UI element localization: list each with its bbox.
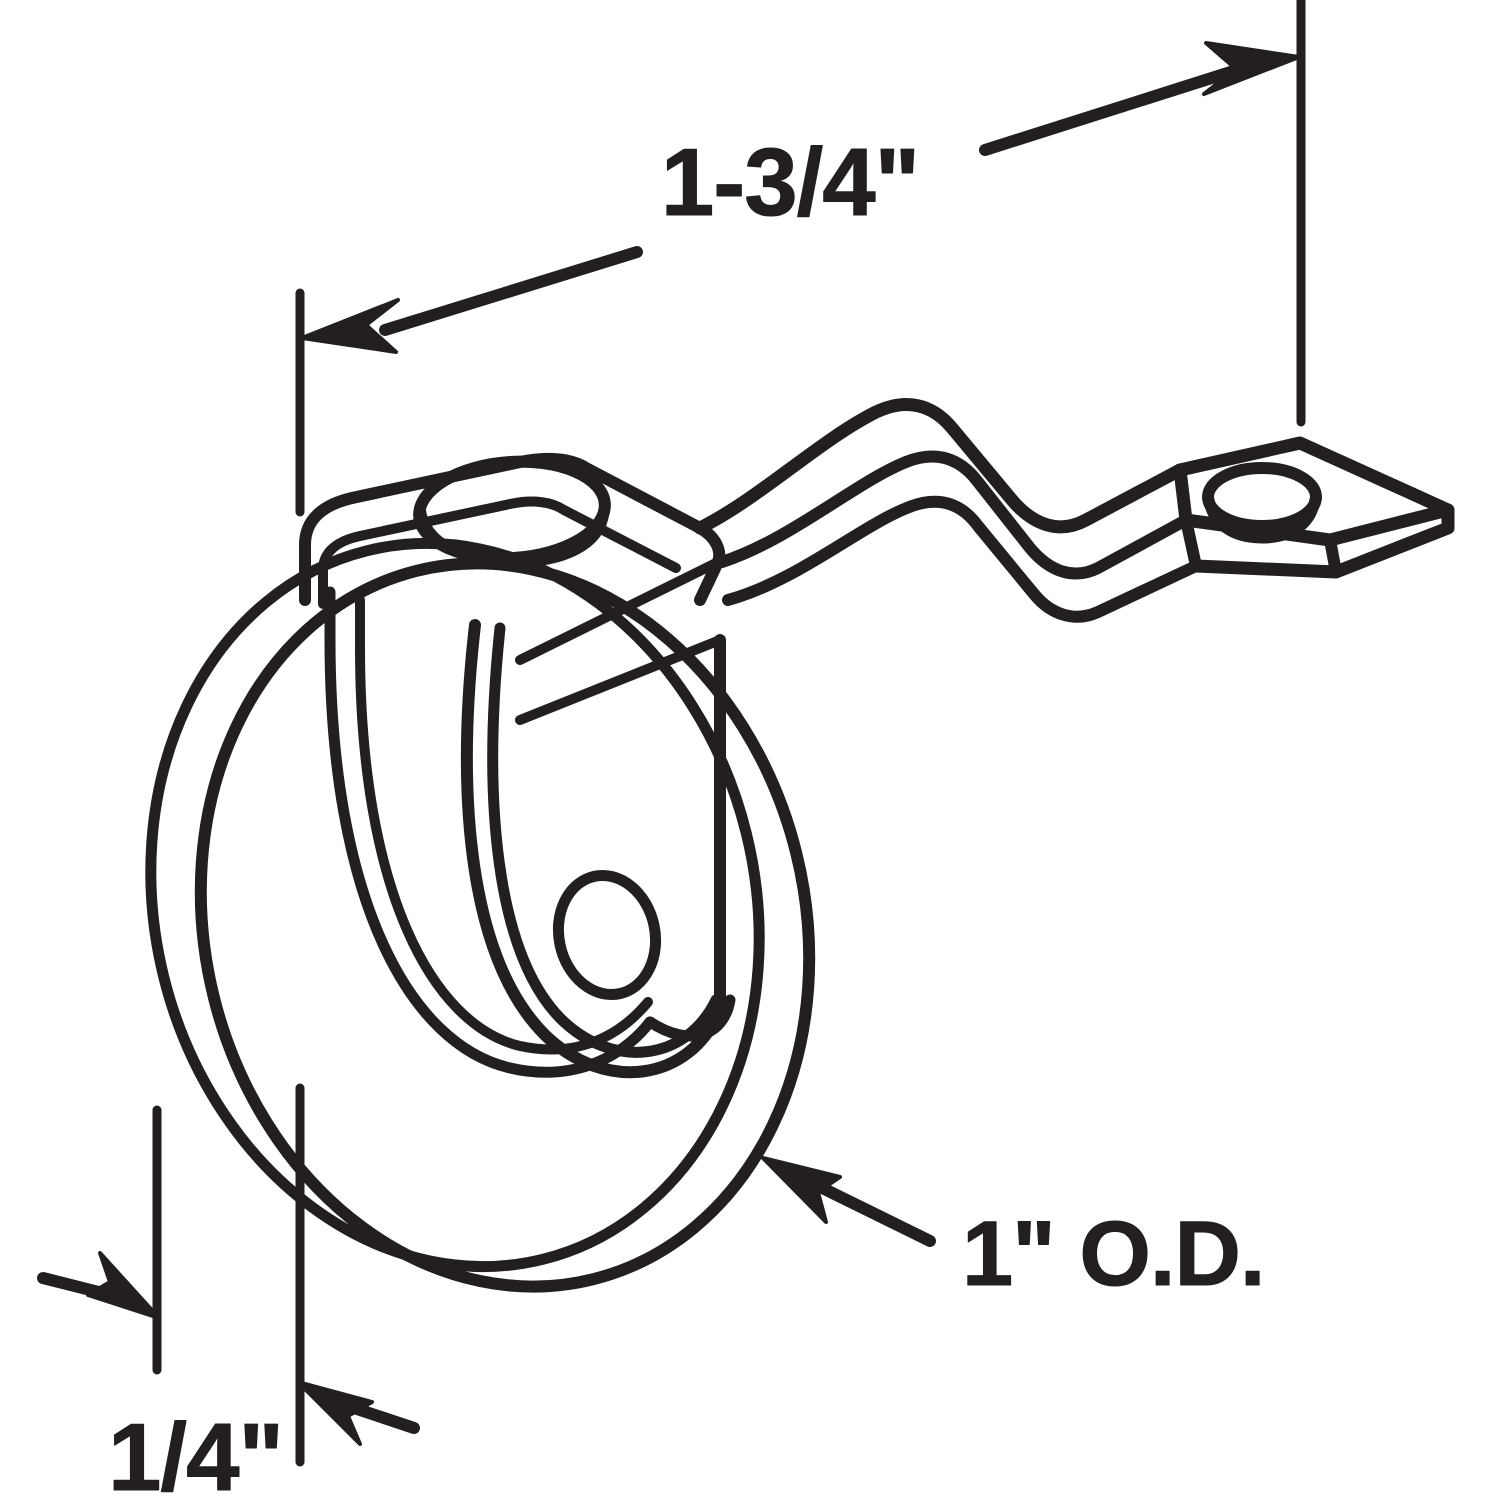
axle-hole — [552, 869, 662, 1001]
dim-leader-shaft-right — [979, 63, 1246, 156]
wheel — [145, 537, 816, 1293]
offset-bracket-arm — [693, 398, 1202, 623]
bracket-top-front-edge — [693, 398, 1187, 535]
mounting-hole-bore — [1203, 494, 1321, 544]
dimension-wheel-width: 1/4" — [37, 1083, 420, 1500]
dim-arrowhead-right — [1202, 41, 1301, 96]
wheel-back-face — [145, 537, 765, 1273]
dim-leader-shaft-left — [379, 246, 643, 336]
mounting-plate-inner-corner — [1180, 514, 1202, 572]
mounting-screw-hole — [1202, 462, 1322, 544]
mounting-plate-thickness — [1189, 503, 1455, 579]
od-leader-shaft — [800, 1174, 936, 1247]
dimension-bracket-length: 1-3/4" — [295, 0, 1306, 517]
yoke-top-plate-inner — [318, 496, 681, 575]
mounting-plate-corner-edge — [1324, 534, 1342, 578]
yoke-nose-bottom — [644, 994, 736, 1042]
dim-arrowhead-left — [300, 298, 400, 354]
swivel-rivet-boss — [413, 455, 611, 568]
yoke-front-band-outer — [460, 619, 726, 1079]
yoke-fold-line-upper — [515, 557, 723, 665]
dimension-label-wheel-od: 1" O.D. — [962, 1203, 1264, 1305]
yoke-front-band-inner — [487, 622, 722, 1058]
rivet-boss-skirt — [414, 502, 610, 568]
yoke-top-plate-outer — [299, 452, 726, 606]
width-arrowhead-right — [296, 1380, 374, 1446]
dimension-label-wheel-width: 1/4" — [108, 1404, 283, 1500]
bracket-top-rear-edge — [716, 450, 1192, 580]
bracket-underside-edge — [722, 495, 1202, 623]
mounting-plate-top-face — [1173, 436, 1455, 547]
od-arrowhead — [761, 1156, 842, 1224]
wheel-front-face — [194, 557, 816, 1293]
width-arrowhead-left — [86, 1251, 161, 1320]
yoke-fold-line-lower — [515, 635, 725, 725]
caster-yoke-fork — [299, 452, 736, 1079]
dimension-label-bracket-length: 1-3/4" — [661, 129, 919, 236]
dimension-wheel-od: 1" O.D. — [761, 1156, 1266, 1306]
mounting-plate — [1173, 436, 1455, 579]
